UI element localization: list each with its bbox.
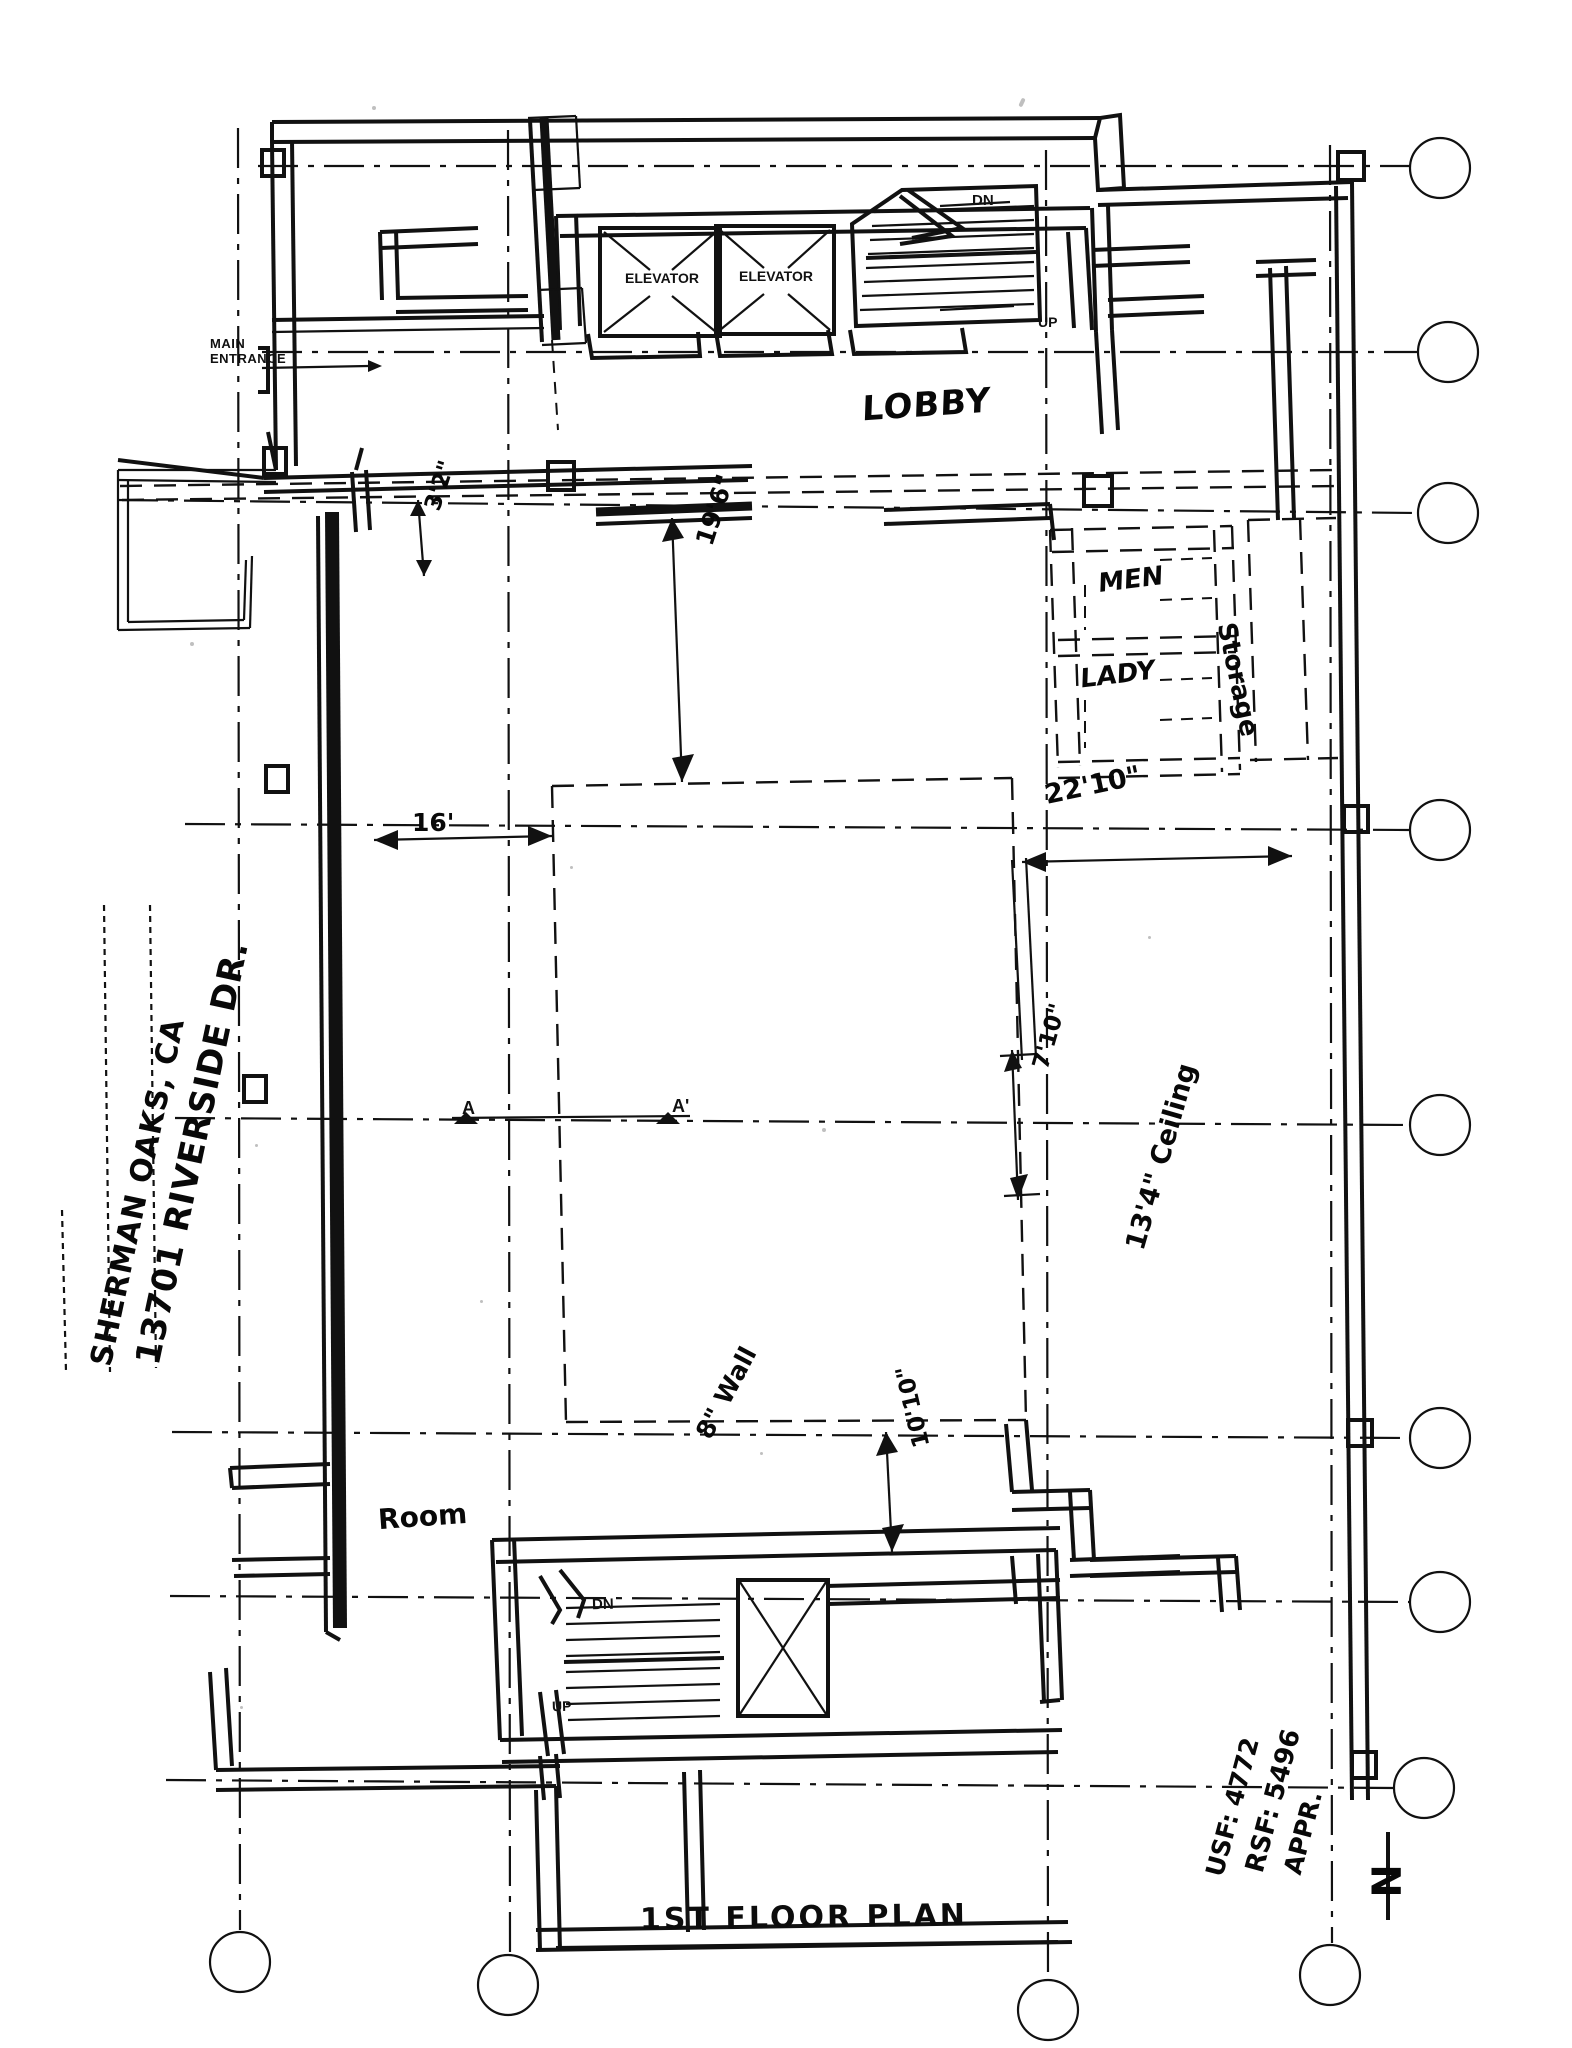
section-mark-a: A [462, 1098, 475, 1118]
title-underline [555, 1940, 1059, 1950]
dimension-19-6 [662, 517, 694, 783]
section-line-a [451, 1112, 691, 1124]
elevator-1-label: ELEVATOR [625, 270, 699, 286]
scan-speck [240, 1706, 243, 1709]
main-entrance-callout [258, 346, 382, 394]
stair-treads-south [565, 1602, 721, 1722]
left-wall-columns [242, 148, 1378, 1780]
page-title: 1ST FLOOR PLAN [639, 1897, 969, 1938]
dimension-22-10 [1021, 846, 1293, 872]
scan-speck [190, 642, 194, 646]
building-outer-walls [116, 112, 1370, 1952]
stair-treads-north [859, 204, 1035, 312]
elevator-stair-core [527, 114, 1094, 431]
mid-band-walls [117, 431, 1337, 541]
south-stair-core [490, 1526, 1064, 1933]
scan-speck [822, 1128, 826, 1132]
dimension-value-16: 16' [412, 808, 455, 837]
room-label: Room [376, 1496, 469, 1537]
stair-north-up-label: UP [1038, 314, 1058, 330]
stair-south-dn-label: DN [591, 1595, 614, 1614]
dimension-10-10 [876, 1431, 904, 1553]
grid-lines [117, 127, 1419, 1979]
bottom-right-walls [1010, 1554, 1242, 1613]
dimension-3-2 [410, 499, 432, 577]
scan-speck [255, 1144, 258, 1147]
section-mark-a-prime: A' [672, 1096, 690, 1116]
stair-south-up-label: UP [551, 1697, 572, 1715]
elevator-2-label: ELEVATOR [739, 268, 813, 284]
storage-block [1246, 265, 1339, 763]
main-entrance-label: MAIN ENTRANCE [210, 336, 287, 366]
stair-north-dn-label: DN [972, 192, 994, 209]
grid-bubbles-bottom [208, 1930, 1080, 2042]
north-arrow-label: N [1361, 1864, 1408, 1898]
scan-speck [372, 106, 376, 110]
dimension-16 [373, 826, 553, 850]
address-underlines [60, 904, 158, 1373]
restroom-block [1048, 524, 1242, 780]
scan-speck [570, 866, 573, 869]
north-corridor [271, 205, 1317, 435]
scan-speck [1148, 936, 1151, 939]
scan-speck [480, 1300, 483, 1303]
scan-speck [760, 1452, 763, 1455]
dimension-7-10 [999, 1049, 1041, 1201]
